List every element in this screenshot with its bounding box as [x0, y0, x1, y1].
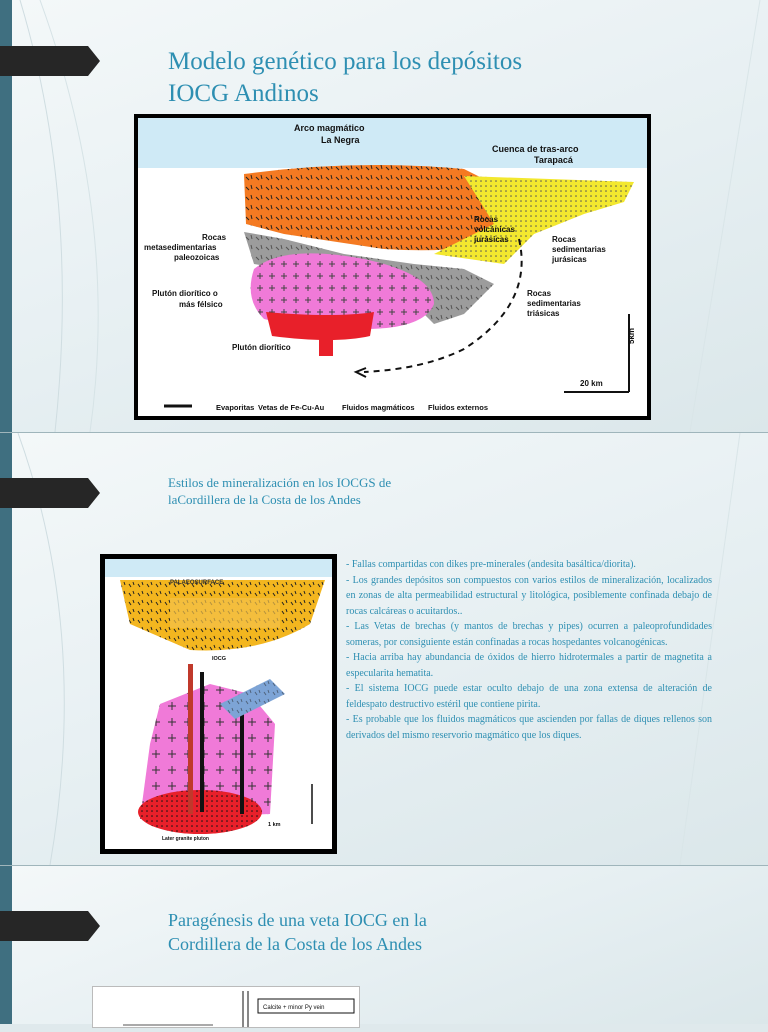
label-iocg: IOCG [212, 656, 226, 662]
bullet-4: - Hacia arriba hay abundancia de óxidos … [346, 652, 712, 679]
label-metasedimentarias: metasedimentarias [144, 243, 217, 252]
label-palaeosurface: PALAEOSURFACE [170, 580, 223, 586]
label-rocas-volc: Rocas [474, 215, 499, 224]
iocg-genetic-model-figure: Arco magmático La Negra Cuenca de tras-a… [134, 114, 651, 420]
legend-fluidos-externos: Fluidos externos [428, 403, 488, 412]
mineralization-diagram: PALAEOSURFACE IOCG 1 km Later granite pl… [105, 559, 332, 849]
bullet-6: - Es probable que los fluidos magmáticos… [346, 714, 712, 741]
paragenesis-diagram: Calcite + minor Py vein [123, 991, 355, 1027]
label-rocas-meta: Rocas [202, 233, 227, 242]
scale-vertical-label: 5km [627, 328, 636, 344]
bullet-2: - Los grandes depósitos son compuestos c… [346, 574, 712, 617]
label-triasicas: triásicas [527, 309, 560, 318]
label-tarapaca: Tarapacá [534, 155, 574, 165]
left-accent-bar [0, 0, 12, 432]
legend-fluidos-magmaticos: Fluidos magmáticos [342, 403, 415, 412]
label-cuenca: Cuenca de tras-arco [492, 144, 579, 154]
legend-evaporitas: Evaporitas [216, 403, 254, 412]
mineralization-styles-figure: PALAEOSURFACE IOCG 1 km Later granite pl… [100, 554, 337, 854]
label-jurasicas-volc: jurásicas [473, 235, 509, 244]
title-arrow-tab-icon [0, 46, 100, 76]
label-rocas-sed: Rocas [552, 235, 577, 244]
legend-vetas: Vetas de Fe-Cu-Au [258, 403, 325, 412]
label-sedimentarias-tri: sedimentarias [527, 299, 581, 308]
left-accent-bar [0, 866, 12, 1024]
scale-horizontal-label: 20 km [580, 379, 603, 388]
title-arrow-tab-icon [0, 478, 100, 508]
iocg-cross-section: Arco magmático La Negra Cuenca de tras-a… [138, 118, 647, 416]
label-scale: 1 km [268, 822, 281, 828]
label-calcite-vein: Calcite + minor Py vein [263, 1005, 325, 1011]
label-jurasicas-sed: jurásicas [551, 255, 587, 264]
label-sedimentarias: sedimentarias [552, 245, 606, 254]
bullet-1: - Fallas compartidas con dikes pre-miner… [346, 559, 636, 570]
label-pluton-dioritico-2: Plutón diorítico [232, 343, 291, 352]
paragenesis-figure: Calcite + minor Py vein [92, 986, 360, 1028]
bullet-3: - Las Vetas de brechas (y mantos de brec… [346, 621, 712, 648]
label-mas-felsico: más félsico [179, 300, 223, 309]
label-arco-magmatico: Arco magmático [294, 123, 365, 133]
slide-2-body-text: - Fallas compartidas con dikes pre-miner… [346, 557, 712, 743]
label-paleozoicas: paleozoicas [174, 253, 220, 262]
slide-1: Modelo genético para los depósitos IOCG … [0, 0, 768, 432]
left-accent-bar [0, 433, 12, 865]
slide-1-title: Modelo genético para los depósitos IOCG … [168, 48, 523, 107]
label-rocas-tri: Rocas [527, 289, 552, 298]
label-volcanicas: volcánicas [474, 225, 515, 234]
slide-3-title: Paragénesis de una veta IOCG en la Cordi… [168, 910, 427, 954]
slide-2-title: Estilos de mineralización en los IOCGS d… [168, 475, 392, 507]
bullet-5: - El sistema IOCG puede estar oculto deb… [346, 683, 712, 710]
label-later-granite: Later granite pluton [162, 836, 209, 842]
label-pluton-dioritico: Plutón diorítico o [152, 289, 218, 298]
title-arrow-tab-icon [0, 911, 100, 941]
slide-separator [0, 865, 768, 866]
label-la-negra: La Negra [321, 135, 361, 145]
slide-separator [0, 432, 768, 433]
